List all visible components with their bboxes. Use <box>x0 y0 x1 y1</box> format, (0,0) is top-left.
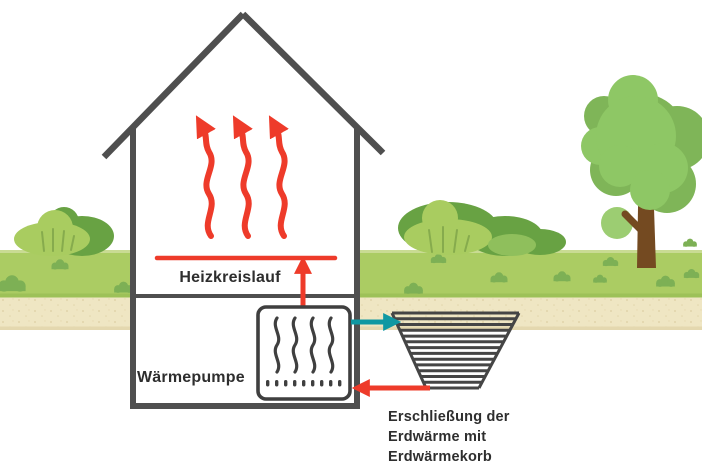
tree-branch <box>621 210 650 239</box>
house <box>101 11 386 409</box>
tree <box>581 75 702 268</box>
pump-dots <box>266 380 342 387</box>
roof-left <box>101 11 246 160</box>
tree-canopy <box>581 75 702 213</box>
basket-side-right <box>477 312 521 389</box>
heat-pump-label: Wärmepumpe <box>137 369 245 386</box>
left-bush <box>14 207 114 256</box>
middle-bush <box>398 200 566 256</box>
caption-line-3: Erdwärmekorb <box>388 449 492 465</box>
caption-line-2: Erdwärme mit <box>388 429 487 445</box>
heat-pump-unit <box>256 305 352 401</box>
earth-basket <box>390 311 521 390</box>
caption-line-1: Erschließung der <box>388 409 510 425</box>
caption-text: Erschließung der Erdwärme mit Erdwärmeko… <box>388 407 510 467</box>
tree-lower-leaf-blob <box>601 207 633 239</box>
heating-circuit-label: Heizkreislauf <box>179 269 281 286</box>
